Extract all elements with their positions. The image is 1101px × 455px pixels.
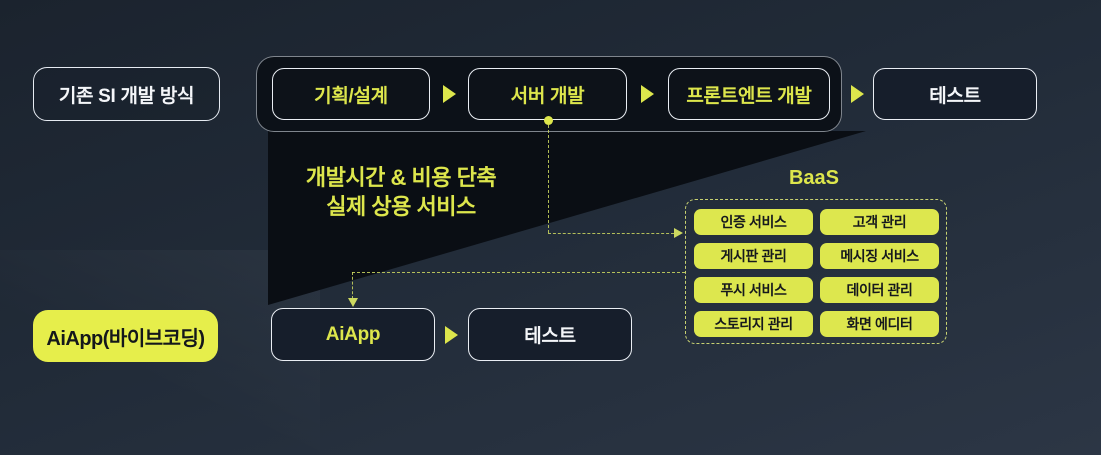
step-test-top: 테스트 <box>873 68 1037 120</box>
aiapp-method-label: AiApp(바이브코딩) <box>33 310 218 362</box>
step-frontend-dev: 프론트엔트 개발 <box>668 68 830 120</box>
connector-line <box>352 272 685 273</box>
service-chip-storage: 스토리지 관리 <box>694 311 813 337</box>
step-aiapp: AiApp <box>271 308 435 361</box>
connector-line <box>548 125 549 233</box>
service-chip-board: 게시판 관리 <box>694 243 813 269</box>
step-server-dev: 서버 개발 <box>468 68 627 120</box>
connector-line <box>548 233 674 234</box>
service-chip-auth: 인증 서비스 <box>694 209 813 235</box>
headline-line1: 개발시간 & 비용 단축 <box>305 165 497 190</box>
connector-line <box>352 272 353 299</box>
headline-text: 개발시간 & 비용 단축 실제 상용 서비스 <box>256 163 546 221</box>
service-chip-screen-editor: 화면 에디터 <box>820 311 939 337</box>
service-chip-data: 데이터 관리 <box>820 277 939 303</box>
flow-arrow-icon <box>445 326 458 344</box>
service-chip-messaging: 메시징 서비스 <box>820 243 939 269</box>
step-planning-design: 기획/설계 <box>272 68 430 120</box>
baas-title: BaaS <box>788 167 840 189</box>
flow-arrow-icon <box>443 85 456 103</box>
flow-arrow-icon <box>641 85 654 103</box>
service-chip-customer: 고객 관리 <box>820 209 939 235</box>
headline-line2: 실제 상용 서비스 <box>326 194 476 219</box>
step-test-bottom: 테스트 <box>468 308 632 361</box>
connector-dot <box>544 116 553 125</box>
arrowhead-right-icon <box>674 228 683 238</box>
legacy-method-label: 기존 SI 개발 방식 <box>33 67 220 121</box>
baas-service-panel: 인증 서비스 고객 관리 게시판 관리 메시징 서비스 푸시 서비스 데이터 관… <box>685 199 947 344</box>
arrowhead-down-icon <box>348 298 358 307</box>
flow-arrow-icon <box>851 85 864 103</box>
service-chip-push: 푸시 서비스 <box>694 277 813 303</box>
